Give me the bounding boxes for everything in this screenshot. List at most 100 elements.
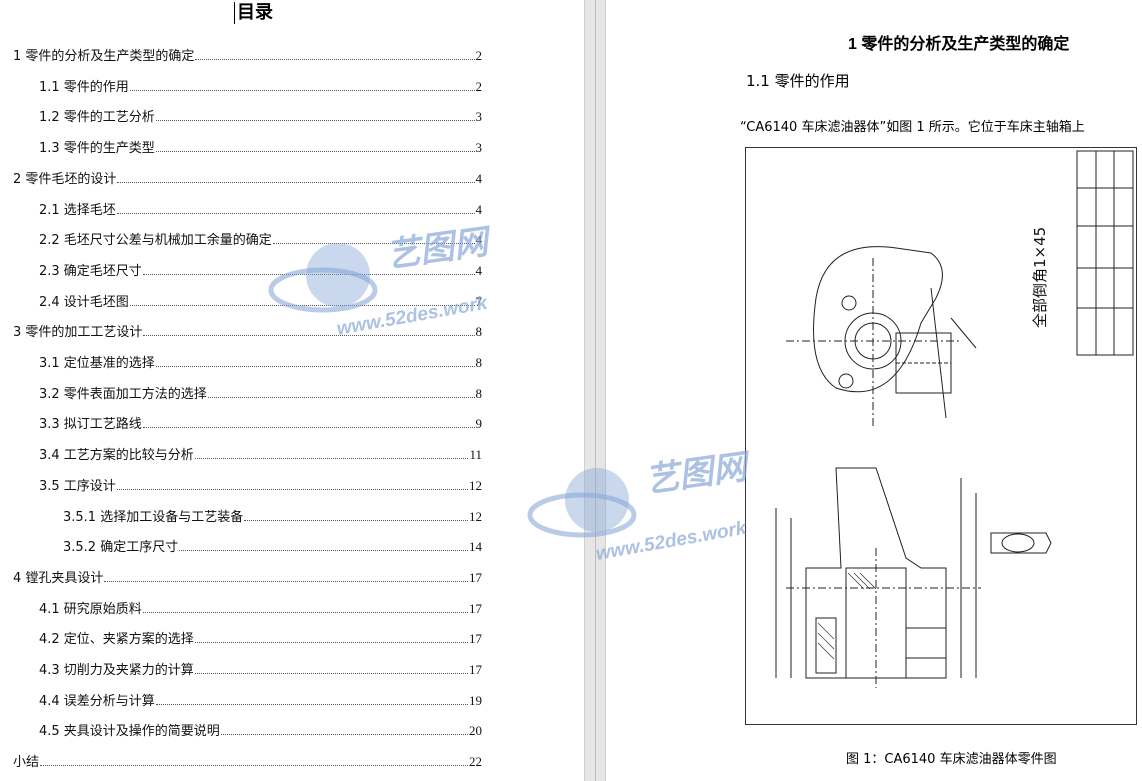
toc-entry[interactable]: 4.2 定位、夹紧方案的选择 17 <box>39 627 482 647</box>
toc-title: 目录 <box>234 2 273 24</box>
toc-entry-page: 22 <box>469 754 482 770</box>
toc-leader-dots <box>194 673 468 674</box>
toc-entry[interactable]: 4.5 夹具设计及操作的简要说明 20 <box>39 719 482 739</box>
toc-leader-dots <box>104 580 468 582</box>
toc-entry-page: 12 <box>469 508 482 524</box>
toc-entry-label: 2.2 毛坯尺寸公差与机械加工余量的确定 <box>39 233 272 249</box>
toc-entry-label: 3.2 零件表面加工方法的选择 <box>39 386 207 402</box>
part-drawing-figure: 全部倒角1×45 <box>745 147 1137 725</box>
toc-entry[interactable]: 1.2 零件的工艺分析 3 <box>39 105 482 125</box>
toc-entry-label: 2.3 确定毛坯尺寸 <box>39 263 142 279</box>
toc-entry-page: 20 <box>469 723 482 739</box>
toc-entry-label: 3.1 定位基准的选择 <box>39 356 155 371</box>
toc-entry[interactable]: 2.3 确定毛坯尺寸 4 <box>39 259 482 279</box>
toc-entry-page: 4 <box>475 170 483 186</box>
toc-entry-page: 19 <box>469 692 482 708</box>
section-heading: 1.1 零件的作用 <box>746 72 850 90</box>
toc-entry[interactable]: 4.1 研究原始质料 17 <box>39 597 482 617</box>
toc-leader-dots <box>244 519 468 521</box>
toc-entry[interactable]: 4.3 切削力及夹紧力的计算 17 <box>39 658 482 678</box>
toc-entry-page: 14 <box>469 539 482 555</box>
toc-entry-label: 2.1 选择毛坯 <box>39 202 116 218</box>
toc-entry[interactable]: 3.5.1 选择加工设备与工艺装备 12 <box>63 505 482 525</box>
toc-entry[interactable]: 2.1 选择毛坯 4 <box>39 198 482 218</box>
toc-entry-label: 3.4 工艺方案的比较与分析 <box>39 448 194 464</box>
toc-entry-page: 3 <box>475 140 483 156</box>
toc-entry-label: 4.4 误差分析与计算 <box>39 693 155 709</box>
toc-entry-label: 1.1 零件的作用 <box>39 79 129 95</box>
toc-entry-page: 2 <box>475 48 483 63</box>
toc-leader-dots <box>195 59 475 60</box>
toc-entry[interactable]: 2.2 毛坯尺寸公差与机械加工余量的确定 4 <box>39 228 482 248</box>
left-page: 目录 1 零件的分析及生产类型的确定 2 1.1 零件的作用 2 1.2 零件的工艺分析… <box>0 0 584 781</box>
toc-leader-dots <box>142 611 468 613</box>
toc-leader-dots <box>179 550 468 552</box>
toc-entry-page: 17 <box>469 600 482 616</box>
toc-entry-page: 4 <box>475 201 483 217</box>
toc-entry-page: 11 <box>469 447 482 463</box>
toc-leader-dots <box>129 89 475 91</box>
toc-entry[interactable]: 1.1 零件的作用 2 <box>39 75 482 95</box>
toc-entry[interactable]: 4.4 误差分析与计算 19 <box>39 689 482 709</box>
toc-leader-dots <box>194 458 469 460</box>
toc-entry-label: 3.3 拟订工艺路线 <box>39 417 142 433</box>
toc-leader-dots <box>194 642 468 644</box>
toc-entry[interactable]: 3.2 零件表面加工方法的选择 8 <box>39 382 482 402</box>
toc-entry[interactable]: 2.4 设计毛坯图 7 <box>39 290 482 310</box>
toc-entry[interactable]: 1 零件的分析及生产类型的确定 2 <box>13 44 482 64</box>
chapter-heading: 1 零件的分析及生产类型的确定 <box>848 36 1070 53</box>
toc-leader-dots <box>272 243 475 245</box>
engineering-drawing: 全部倒角1×45 <box>775 150 1134 688</box>
toc-entry-label: 1.3 零件的生产类型 <box>39 141 155 157</box>
toc-entry[interactable]: 小结 22 <box>13 750 482 770</box>
toc-entry-label: 4.5 夹具设计及操作的简要说明 <box>39 724 220 740</box>
toc-entry-page: 8 <box>475 355 483 370</box>
toc-entry-label: 4.1 研究原始质料 <box>39 601 142 617</box>
toc-entry-label: 3 零件的加工工艺设计 <box>13 325 143 341</box>
toc-entry-label: 4 镗孔夹具设计 <box>13 570 104 586</box>
toc-entry-page: 2 <box>475 78 483 94</box>
drawing-note: 全部倒角1×45 <box>1031 227 1049 328</box>
toc-entry[interactable]: 3.3 拟订工艺路线 9 <box>39 412 482 432</box>
toc-entry-page: 8 <box>475 385 483 401</box>
toc-entry-label: 2 零件毛坯的设计 <box>13 171 117 187</box>
toc-entry-page: 7 <box>475 293 483 309</box>
toc-entry-label: 1.2 零件的工艺分析 <box>39 110 155 126</box>
toc-entry[interactable]: 3.4 工艺方案的比较与分析 11 <box>39 443 482 463</box>
toc-leader-dots <box>129 304 475 306</box>
toc-leader-dots <box>142 427 475 429</box>
toc-entry-page: 17 <box>469 631 482 647</box>
toc-entry-page: 3 <box>475 109 483 125</box>
toc-entry-label: 小结 <box>13 755 40 771</box>
toc-leader-dots <box>40 765 468 767</box>
toc-entry-page: 17 <box>469 662 482 677</box>
toc-entry[interactable]: 1.3 零件的生产类型 3 <box>39 136 482 156</box>
toc-entry-label: 3.5.1 选择加工设备与工艺装备 <box>63 509 244 525</box>
toc-leader-dots <box>155 366 475 367</box>
body-paragraph: “CA6140 车床滤油器体”如图 1 所示。它位于车床主轴箱上 <box>740 120 1085 135</box>
toc-entry-page: 9 <box>475 416 483 432</box>
toc-leader-dots <box>117 181 475 183</box>
toc-entry[interactable]: 2 零件毛坯的设计 4 <box>13 167 482 187</box>
toc-leader-dots <box>155 120 475 122</box>
toc-entry-page: 12 <box>469 477 482 493</box>
toc-leader-dots <box>155 151 475 153</box>
toc-entry-page: 4 <box>475 232 483 248</box>
toc-entry-page: 4 <box>475 262 483 278</box>
toc-entry[interactable]: 3.1 定位基准的选择 8 <box>39 351 482 371</box>
toc-entry-label: 4.3 切削力及夹紧力的计算 <box>39 663 194 678</box>
toc-entry-page: 17 <box>469 569 482 585</box>
figure-caption: 图 1：CA6140 车床滤油器体零件图 <box>846 752 1057 767</box>
toc-leader-dots <box>155 703 468 705</box>
toc-leader-dots <box>116 488 468 490</box>
toc-leader-dots <box>116 212 475 214</box>
toc-entry-label: 1 零件的分析及生产类型的确定 <box>13 49 195 64</box>
toc-leader-dots <box>207 396 475 398</box>
toc-leader-dots <box>143 335 475 337</box>
toc-entry-label: 2.4 设计毛坯图 <box>39 294 129 310</box>
toc-entry-label: 4.2 定位、夹紧方案的选择 <box>39 632 194 648</box>
toc-entry[interactable]: 4 镗孔夹具设计 17 <box>13 566 482 586</box>
